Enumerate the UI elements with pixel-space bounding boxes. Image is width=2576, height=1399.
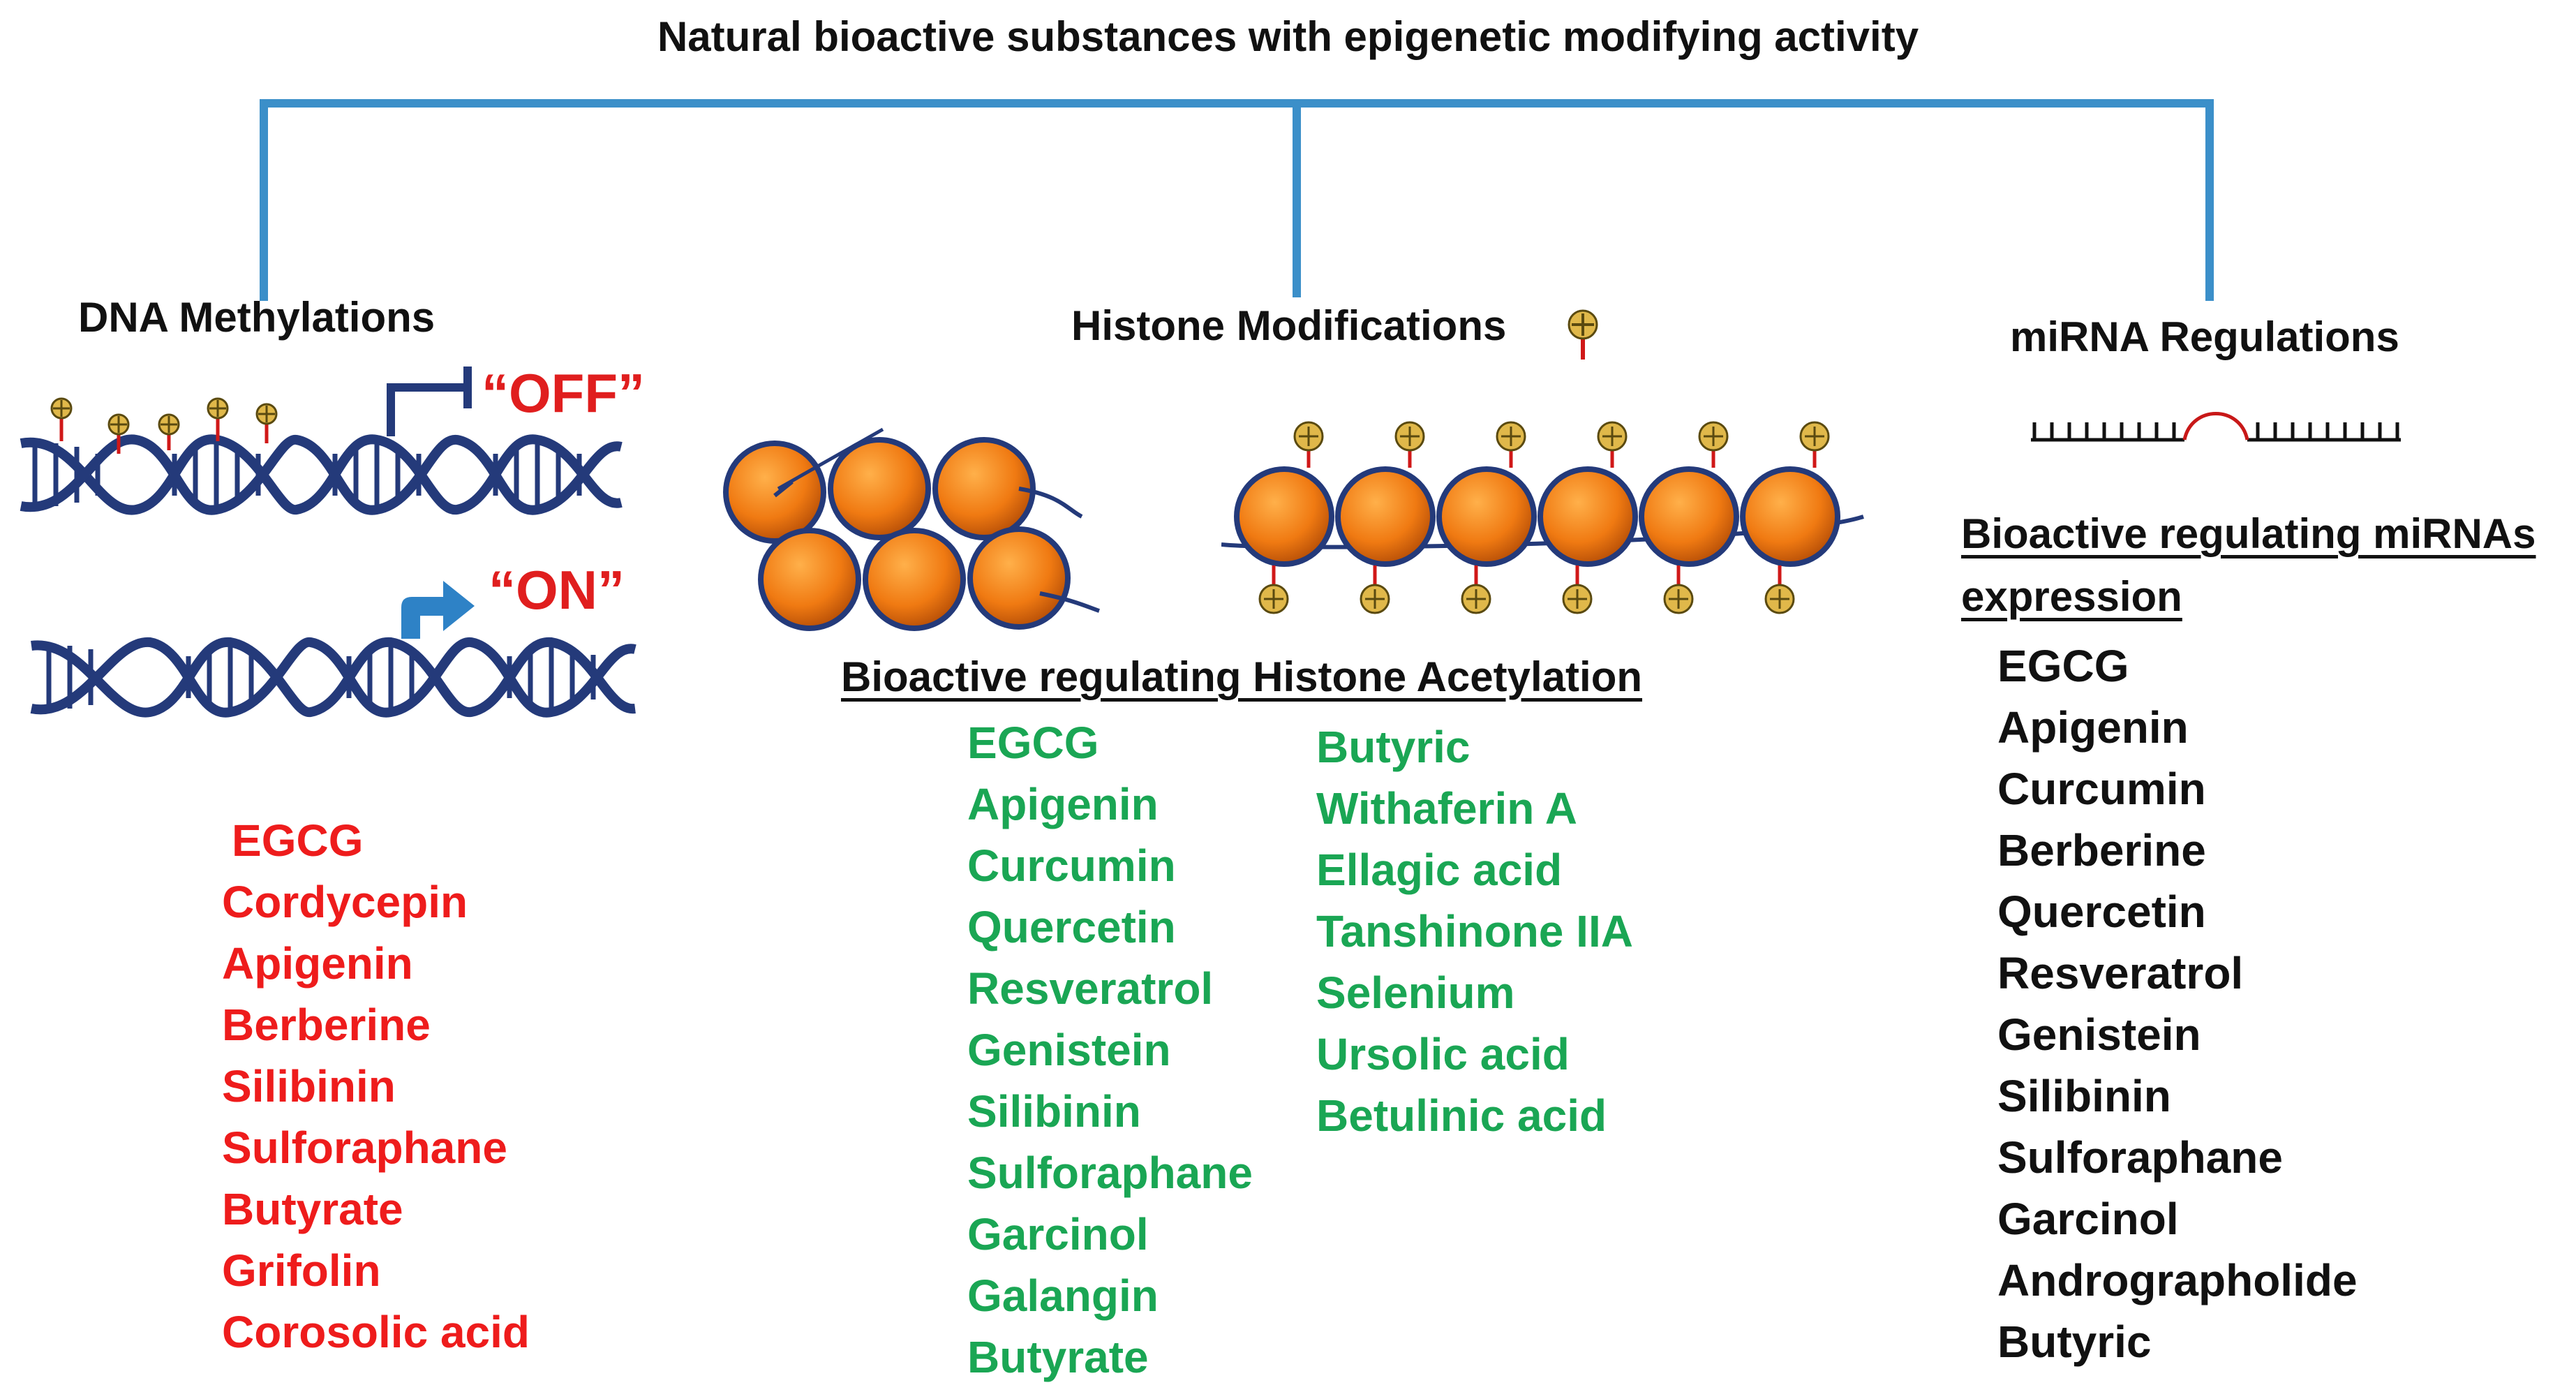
dna-helix-on-icon xyxy=(30,581,636,718)
acetyl-marks-top xyxy=(1293,421,1830,468)
methyl-mark-icon xyxy=(50,397,278,454)
nucleosome-compact-icon xyxy=(723,427,1100,631)
list-item: Galangin xyxy=(967,1271,1159,1321)
mirna-list: EGCG Apigenin Curcumin Berberine Quercet… xyxy=(1997,635,2358,1372)
list-item: Andrographolide xyxy=(1997,1255,2358,1305)
mirna-subheader-line2: expression xyxy=(1961,573,2182,620)
mirna-hairpin-icon xyxy=(2031,412,2401,442)
list-item: Quercetin xyxy=(1997,887,2206,937)
list-item: Corosolic acid xyxy=(222,1307,530,1357)
list-item: Sulforaphane xyxy=(1997,1132,2283,1183)
acetyl-marks-bottom xyxy=(1258,565,1795,614)
list-item: Grifolin xyxy=(222,1245,381,1296)
gene-off-icon xyxy=(387,367,472,436)
list-item: Tanshinone IIA xyxy=(1316,906,1633,956)
dna-helix-off-icon xyxy=(20,367,623,515)
list-item: Selenium xyxy=(1316,968,1515,1018)
list-item: Resveratrol xyxy=(1997,948,2244,998)
list-item: Curcumin xyxy=(967,841,1176,891)
diagram-title: Natural bioactive substances with epigen… xyxy=(657,13,1919,60)
nucleosome-open-icon xyxy=(1221,421,1864,614)
list-item: Berberine xyxy=(222,1000,431,1050)
list-item: Apigenin xyxy=(222,938,413,989)
list-item: Ursolic acid xyxy=(1316,1029,1570,1079)
histone-modifications-header: Histone Modifications xyxy=(1071,302,1507,349)
list-item: Genistein xyxy=(1997,1009,2201,1060)
list-item: EGCG xyxy=(967,718,1099,768)
histone-acetylation-subheader: Bioactive regulating Histone Acetylation xyxy=(841,653,1642,700)
acetyl-mark-icon xyxy=(1568,309,1598,360)
list-item: Silibinin xyxy=(1997,1071,2171,1121)
mirna-subheader-line1: Bioactive regulating miRNAs xyxy=(1961,510,2536,557)
list-item: Resveratrol xyxy=(967,963,1214,1014)
gene-on-arrow-icon xyxy=(401,581,475,639)
list-item: Silibinin xyxy=(967,1086,1141,1137)
histone-list-col2: Butyric Withaferin A Ellagic acid Tanshi… xyxy=(1316,716,1633,1146)
list-item: Apigenin xyxy=(1997,702,2189,753)
list-item: EGCG xyxy=(1997,641,2129,691)
list-item: Garcinol xyxy=(1997,1194,2179,1244)
list-item: Curcumin xyxy=(1997,764,2206,814)
list-item: Butyric xyxy=(1997,1317,2152,1367)
list-item: Butyrate xyxy=(967,1332,1149,1382)
list-item: Ellagic acid xyxy=(1316,845,1563,895)
list-item: Silibinin xyxy=(222,1061,396,1111)
histone-list-col1: EGCG Apigenin Curcumin Quercetin Resvera… xyxy=(967,712,1253,1388)
list-item: Withaferin A xyxy=(1316,783,1577,834)
list-item: Sulforaphane xyxy=(967,1148,1253,1198)
list-item: Cordycepin xyxy=(222,877,468,927)
list-item: Quercetin xyxy=(967,902,1176,952)
list-item: Betulinic acid xyxy=(1316,1090,1607,1141)
list-item: Butyrate xyxy=(222,1184,403,1234)
list-item: Sulforaphane xyxy=(222,1123,507,1173)
list-item: Genistein xyxy=(967,1025,1171,1075)
list-item: Garcinol xyxy=(967,1209,1149,1259)
dna-methylation-list: EGCG Cordycepin Apigenin Berberine Silib… xyxy=(222,810,530,1363)
gene-off-label: “OFF” xyxy=(482,362,645,424)
list-item: Berberine xyxy=(1997,825,2206,875)
list-item: Apigenin xyxy=(967,779,1159,829)
mirna-regulations-header: miRNA Regulations xyxy=(2010,313,2399,360)
list-item: Butyric xyxy=(1316,722,1471,772)
connector-tree xyxy=(260,99,2214,301)
dna-methylation-header: DNA Methylations xyxy=(78,294,435,341)
list-item: EGCG xyxy=(232,815,364,866)
gene-on-label: “ON” xyxy=(489,559,625,621)
nucleosome-icon xyxy=(723,437,1071,631)
